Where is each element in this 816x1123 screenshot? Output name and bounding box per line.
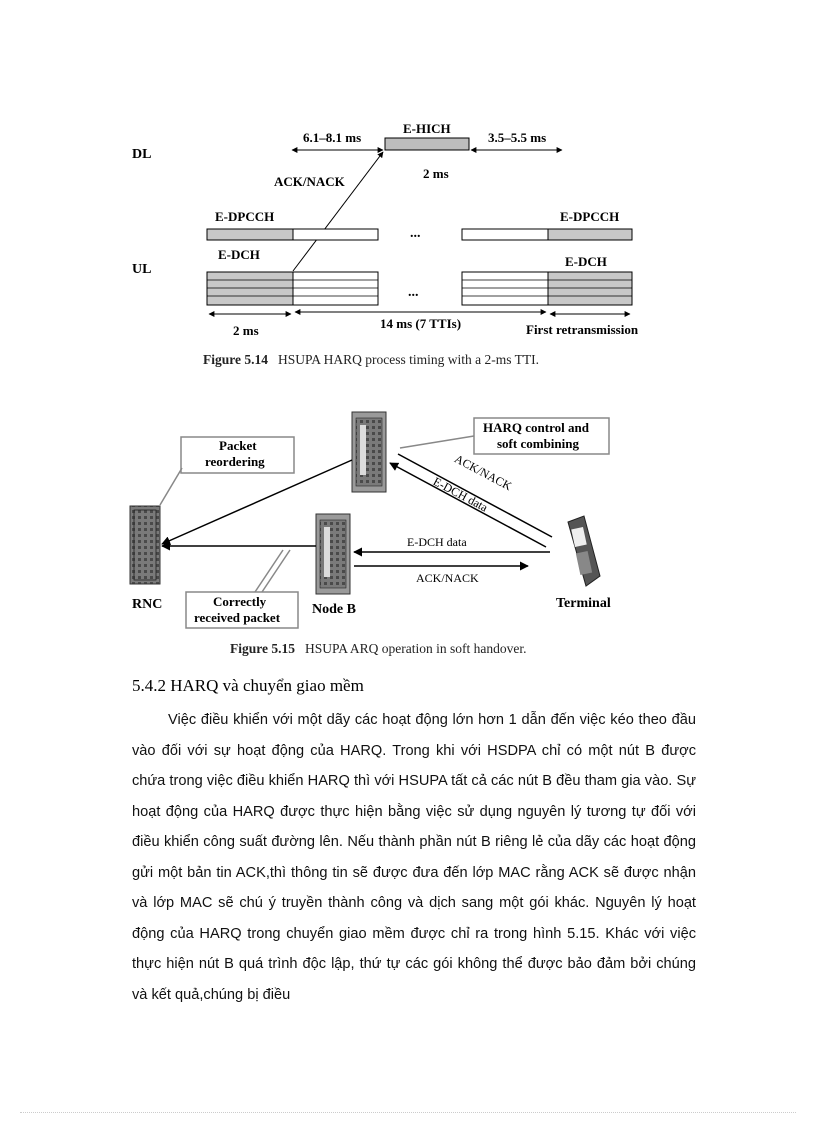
rnc-to-topnodeb-link bbox=[161, 459, 353, 545]
dl-label: DL bbox=[132, 147, 151, 162]
ehich-duration: 2 ms bbox=[423, 166, 449, 181]
diag-ack-nack-arrow bbox=[397, 453, 553, 538]
figure-515-caption: Figure 5.15 HSUPA ARQ operation in soft h… bbox=[230, 641, 527, 657]
diag-edch-arrow bbox=[389, 462, 547, 548]
diag-edch-data-label: E-DCH data bbox=[431, 474, 491, 515]
span-label: 14 ms (7 TTIs) bbox=[380, 316, 461, 331]
edpcch-left-slot-shaded bbox=[206, 228, 294, 241]
harq-control-callout: HARQ control and soft combining bbox=[399, 417, 610, 455]
edch-left-label: E-DCH bbox=[218, 247, 260, 262]
figure-515-number: Figure 5.15 bbox=[230, 641, 295, 656]
horiz-ack-nack-label: ACK/NACK bbox=[416, 571, 479, 585]
rnc-label: RNC bbox=[132, 597, 162, 612]
node-b-top-icon bbox=[351, 411, 387, 493]
edpcch-right-slot-shaded bbox=[547, 228, 633, 241]
section-paragraph-text: Việc điều khiển với một dãy các hoạt độn… bbox=[132, 712, 696, 1003]
section-paragraph: Việc điều khiển với một dãy các hoạt độn… bbox=[132, 705, 696, 1010]
edch-right-shaded-block bbox=[547, 271, 633, 306]
edch-left-block bbox=[292, 271, 379, 306]
packet-reordering-line2: reordering bbox=[205, 454, 265, 469]
correctly-line2: received packet bbox=[194, 610, 281, 625]
correctly-received-callout: Correctly received packet bbox=[185, 549, 299, 629]
edch-right-block bbox=[461, 271, 549, 306]
edch-left-shaded-block bbox=[206, 271, 294, 306]
packet-reordering-callout: Packet reordering bbox=[159, 436, 295, 506]
dl-right-timing: 3.5–5.5 ms bbox=[488, 130, 546, 145]
retransmission-label: First retransmission bbox=[526, 322, 639, 337]
ul-label: UL bbox=[132, 262, 151, 277]
packet-reordering-line1: Packet bbox=[219, 438, 257, 453]
node-b-label: Node B bbox=[312, 602, 356, 617]
figure-soft-handover: Packet reordering HARQ control and soft … bbox=[129, 411, 611, 629]
terminal-phone-icon bbox=[567, 515, 601, 587]
ehich-label: E-HICH bbox=[403, 121, 451, 136]
ehich-block bbox=[384, 137, 470, 151]
section-heading: 5.4.2 HARQ và chuyển giao mềm bbox=[132, 676, 364, 695]
edch-right-label: E-DCH bbox=[565, 254, 607, 269]
figure-harq-timing: DL UL E-HICH 6.1–8.1 ms 3.5–5.5 ms 2 ms … bbox=[132, 121, 639, 338]
node-b-icon bbox=[315, 513, 351, 595]
figure-514-caption: Figure 5.14 HSUPA HARQ process timing wit… bbox=[203, 352, 539, 368]
ack-nack-label: ACK/NACK bbox=[274, 174, 346, 189]
edpcch-right-label: E-DPCCH bbox=[560, 209, 619, 224]
page-footer-divider bbox=[20, 1112, 796, 1113]
ellipsis-bottom: ... bbox=[408, 285, 419, 300]
correctly-line1: Correctly bbox=[213, 594, 267, 609]
dl-left-timing: 6.1–8.1 ms bbox=[303, 130, 361, 145]
figure-514-number: Figure 5.14 bbox=[203, 352, 268, 367]
figure-515-text: HSUPA ARQ operation in soft handover. bbox=[305, 641, 527, 656]
ack-nack-arrow bbox=[292, 151, 384, 272]
figure-514-text: HSUPA HARQ process timing with a 2-ms TT… bbox=[278, 352, 540, 367]
harq-control-line1: HARQ control and bbox=[483, 420, 590, 435]
harq-control-line2: soft combining bbox=[497, 436, 579, 451]
tti-duration: 2 ms bbox=[233, 323, 259, 338]
ellipsis-top: ... bbox=[410, 226, 421, 241]
terminal-label: Terminal bbox=[556, 596, 611, 611]
rnc-rack-icon bbox=[129, 505, 161, 585]
horiz-edch-label: E-DCH data bbox=[407, 535, 467, 549]
edpcch-left-label: E-DPCCH bbox=[215, 209, 274, 224]
edpcch-right-slot bbox=[461, 228, 549, 241]
edpcch-left-slot bbox=[292, 228, 379, 241]
